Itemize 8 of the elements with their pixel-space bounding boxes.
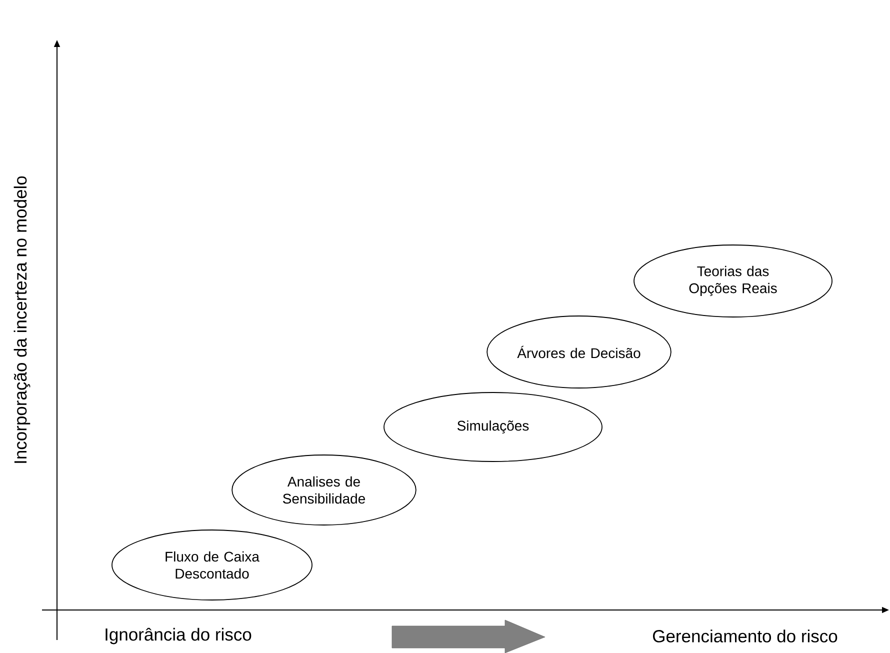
ellipse-node: Árvores de Decisão [486,316,672,388]
axis-label: Incorporação da incerteza no modelo [14,176,30,463]
ellipse-node: Fluxo de Caixa Descontado [112,530,312,600]
ellipse-node: Simulações [384,392,602,462]
axis-label: Gerenciamento do risco [653,630,838,642]
axis-label: Ignorância do risco [106,628,252,644]
ellipse-node: Analises de Sensibilidade [232,454,416,526]
ellipse-node: Teorias das Opções Reais [634,244,832,318]
